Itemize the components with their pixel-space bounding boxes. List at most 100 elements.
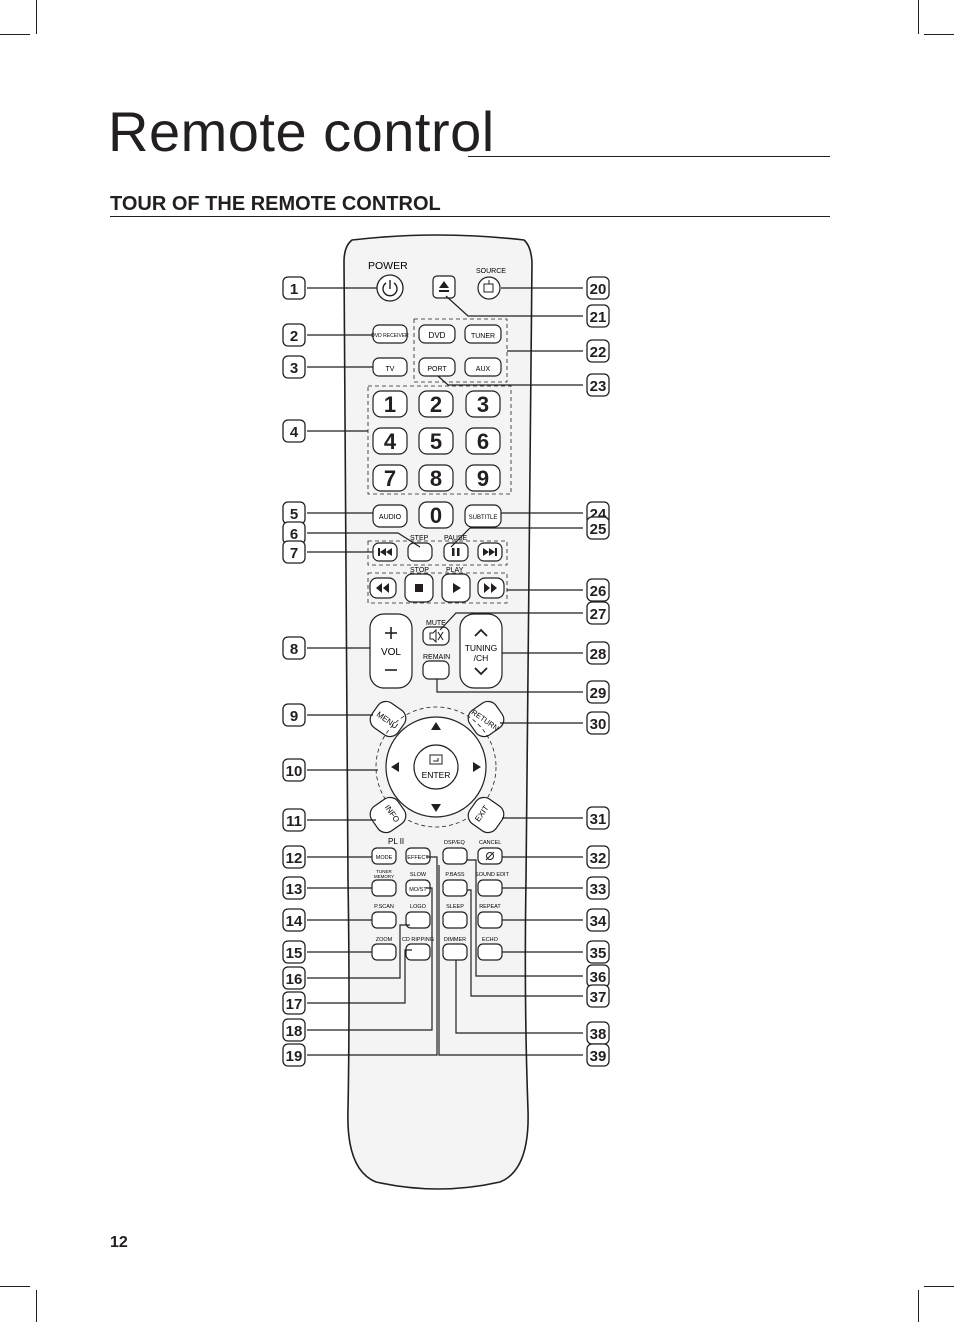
subtitle-label: SUBTITLE — [469, 515, 498, 521]
callout-label-3: 3 — [290, 360, 298, 377]
plus-icon — [385, 627, 397, 639]
page-number: 12 — [110, 1234, 128, 1251]
digit-button-8[interactable] — [418, 464, 454, 492]
digit-button-1[interactable] — [372, 390, 408, 418]
pause-label: PAUSE — [444, 535, 468, 542]
tv-label: TV — [386, 366, 395, 373]
effect-button[interactable] — [405, 847, 431, 865]
callout-box-4 — [282, 419, 306, 443]
callout-numbers: 1234567891011121314151617181920212223242… — [282, 276, 610, 1067]
digit-button-4[interactable] — [372, 427, 408, 455]
dvd-receiver-label: DVD RECEIVER — [371, 333, 409, 339]
tuner-memory-label: TUNER — [376, 869, 392, 874]
mode-button[interactable] — [371, 847, 397, 865]
title-rule — [468, 156, 830, 157]
callout-box-12 — [282, 845, 306, 869]
zoom-label: ZOOM — [376, 937, 393, 943]
digit-button-6[interactable] — [465, 427, 501, 455]
callout-box-28 — [586, 641, 610, 665]
zoom-button[interactable] — [371, 943, 397, 961]
digit-label-5: 5 — [430, 429, 442, 454]
callout-label-34: 34 — [590, 913, 607, 930]
rewind-icon — [376, 583, 389, 593]
source-icon — [483, 280, 494, 293]
callout-label-39: 39 — [590, 1048, 607, 1065]
digit-label-6: 6 — [477, 429, 489, 454]
return-button[interactable] — [464, 698, 507, 741]
step-label: STEP — [410, 535, 429, 542]
logo-button[interactable] — [405, 911, 431, 929]
leader-line-18 — [307, 887, 433, 1031]
p-scan-button[interactable] — [371, 911, 397, 929]
stop-label: STOP — [410, 567, 429, 574]
up-arrow-icon[interactable] — [431, 722, 441, 730]
callout-label-1: 1 — [290, 281, 298, 298]
digit-button-9[interactable] — [465, 464, 501, 492]
volume-rocker[interactable] — [369, 613, 413, 689]
dimmer-label: DIMMER — [444, 937, 466, 943]
callout-box-39 — [586, 1043, 610, 1067]
tuning-label: TUNING — [465, 643, 498, 653]
crop-mark — [0, 34, 30, 35]
nav-group-outline — [375, 706, 497, 828]
digit-label-1: 1 — [384, 392, 396, 417]
callout-label-8: 8 — [290, 641, 298, 658]
menu-button[interactable] — [366, 698, 409, 741]
echo-button[interactable] — [477, 943, 503, 961]
port-button[interactable] — [418, 357, 456, 377]
dvd-button[interactable] — [418, 324, 456, 344]
sound-edit-button[interactable] — [477, 879, 503, 897]
pause-button[interactable] — [443, 542, 469, 562]
mo-st-label: MO/ST — [409, 887, 427, 893]
callout-label-29: 29 — [590, 685, 607, 702]
dvd-receiver-button[interactable] — [372, 324, 408, 344]
chevron-up-icon — [474, 628, 488, 637]
tuner-memory-button[interactable] — [371, 879, 397, 897]
callout-box-3 — [282, 355, 306, 379]
callout-label-5: 5 — [290, 506, 298, 523]
callout-label-12: 12 — [286, 850, 303, 867]
stop-icon — [415, 584, 423, 592]
callout-label-14: 14 — [286, 913, 303, 930]
step-button[interactable] — [407, 542, 433, 562]
repeat-button[interactable] — [477, 911, 503, 929]
digit-label-4: 4 — [384, 429, 397, 454]
digit-button-5[interactable] — [418, 427, 454, 455]
tuner-button[interactable] — [464, 324, 502, 344]
left-arrow-icon[interactable] — [391, 762, 399, 772]
leader-line-38 — [455, 960, 583, 1034]
info-button[interactable] — [366, 794, 409, 837]
crop-mark — [36, 0, 37, 34]
callout-box-22 — [586, 339, 610, 363]
leader-line-25 — [450, 527, 583, 548]
callout-label-35: 35 — [590, 945, 607, 962]
p-bass-button[interactable] — [442, 879, 468, 897]
right-arrow-icon[interactable] — [473, 762, 481, 772]
exit-button[interactable] — [464, 794, 507, 837]
aux-label: AUX — [476, 366, 491, 373]
digit-button-3[interactable] — [465, 390, 501, 418]
audio-label: AUDIO — [379, 514, 402, 521]
cd-ripping-button[interactable] — [405, 943, 431, 961]
down-arrow-icon[interactable] — [431, 804, 441, 812]
dsp-eq-button[interactable] — [442, 847, 468, 865]
source-button[interactable] — [477, 276, 501, 300]
digit-button-2[interactable] — [418, 390, 454, 418]
tuning-rocker[interactable] — [459, 613, 503, 689]
callout-label-21: 21 — [590, 309, 607, 326]
leader-line-16 — [307, 924, 410, 979]
subtitle-button[interactable] — [464, 504, 502, 528]
repeat-label: REPEAT — [479, 904, 501, 910]
effect-label: EFFECT — [407, 855, 429, 861]
enter-button[interactable] — [413, 744, 459, 790]
aux-button[interactable] — [464, 357, 502, 377]
audio-button[interactable] — [372, 504, 408, 528]
callout-box-29 — [586, 680, 610, 704]
digit-button-0[interactable] — [418, 501, 454, 529]
dimmer-button[interactable] — [442, 943, 468, 961]
sleep-button[interactable] — [442, 911, 468, 929]
digit-button-7[interactable] — [372, 464, 408, 492]
callout-label-23: 23 — [590, 378, 607, 395]
remain-button[interactable] — [422, 660, 450, 680]
